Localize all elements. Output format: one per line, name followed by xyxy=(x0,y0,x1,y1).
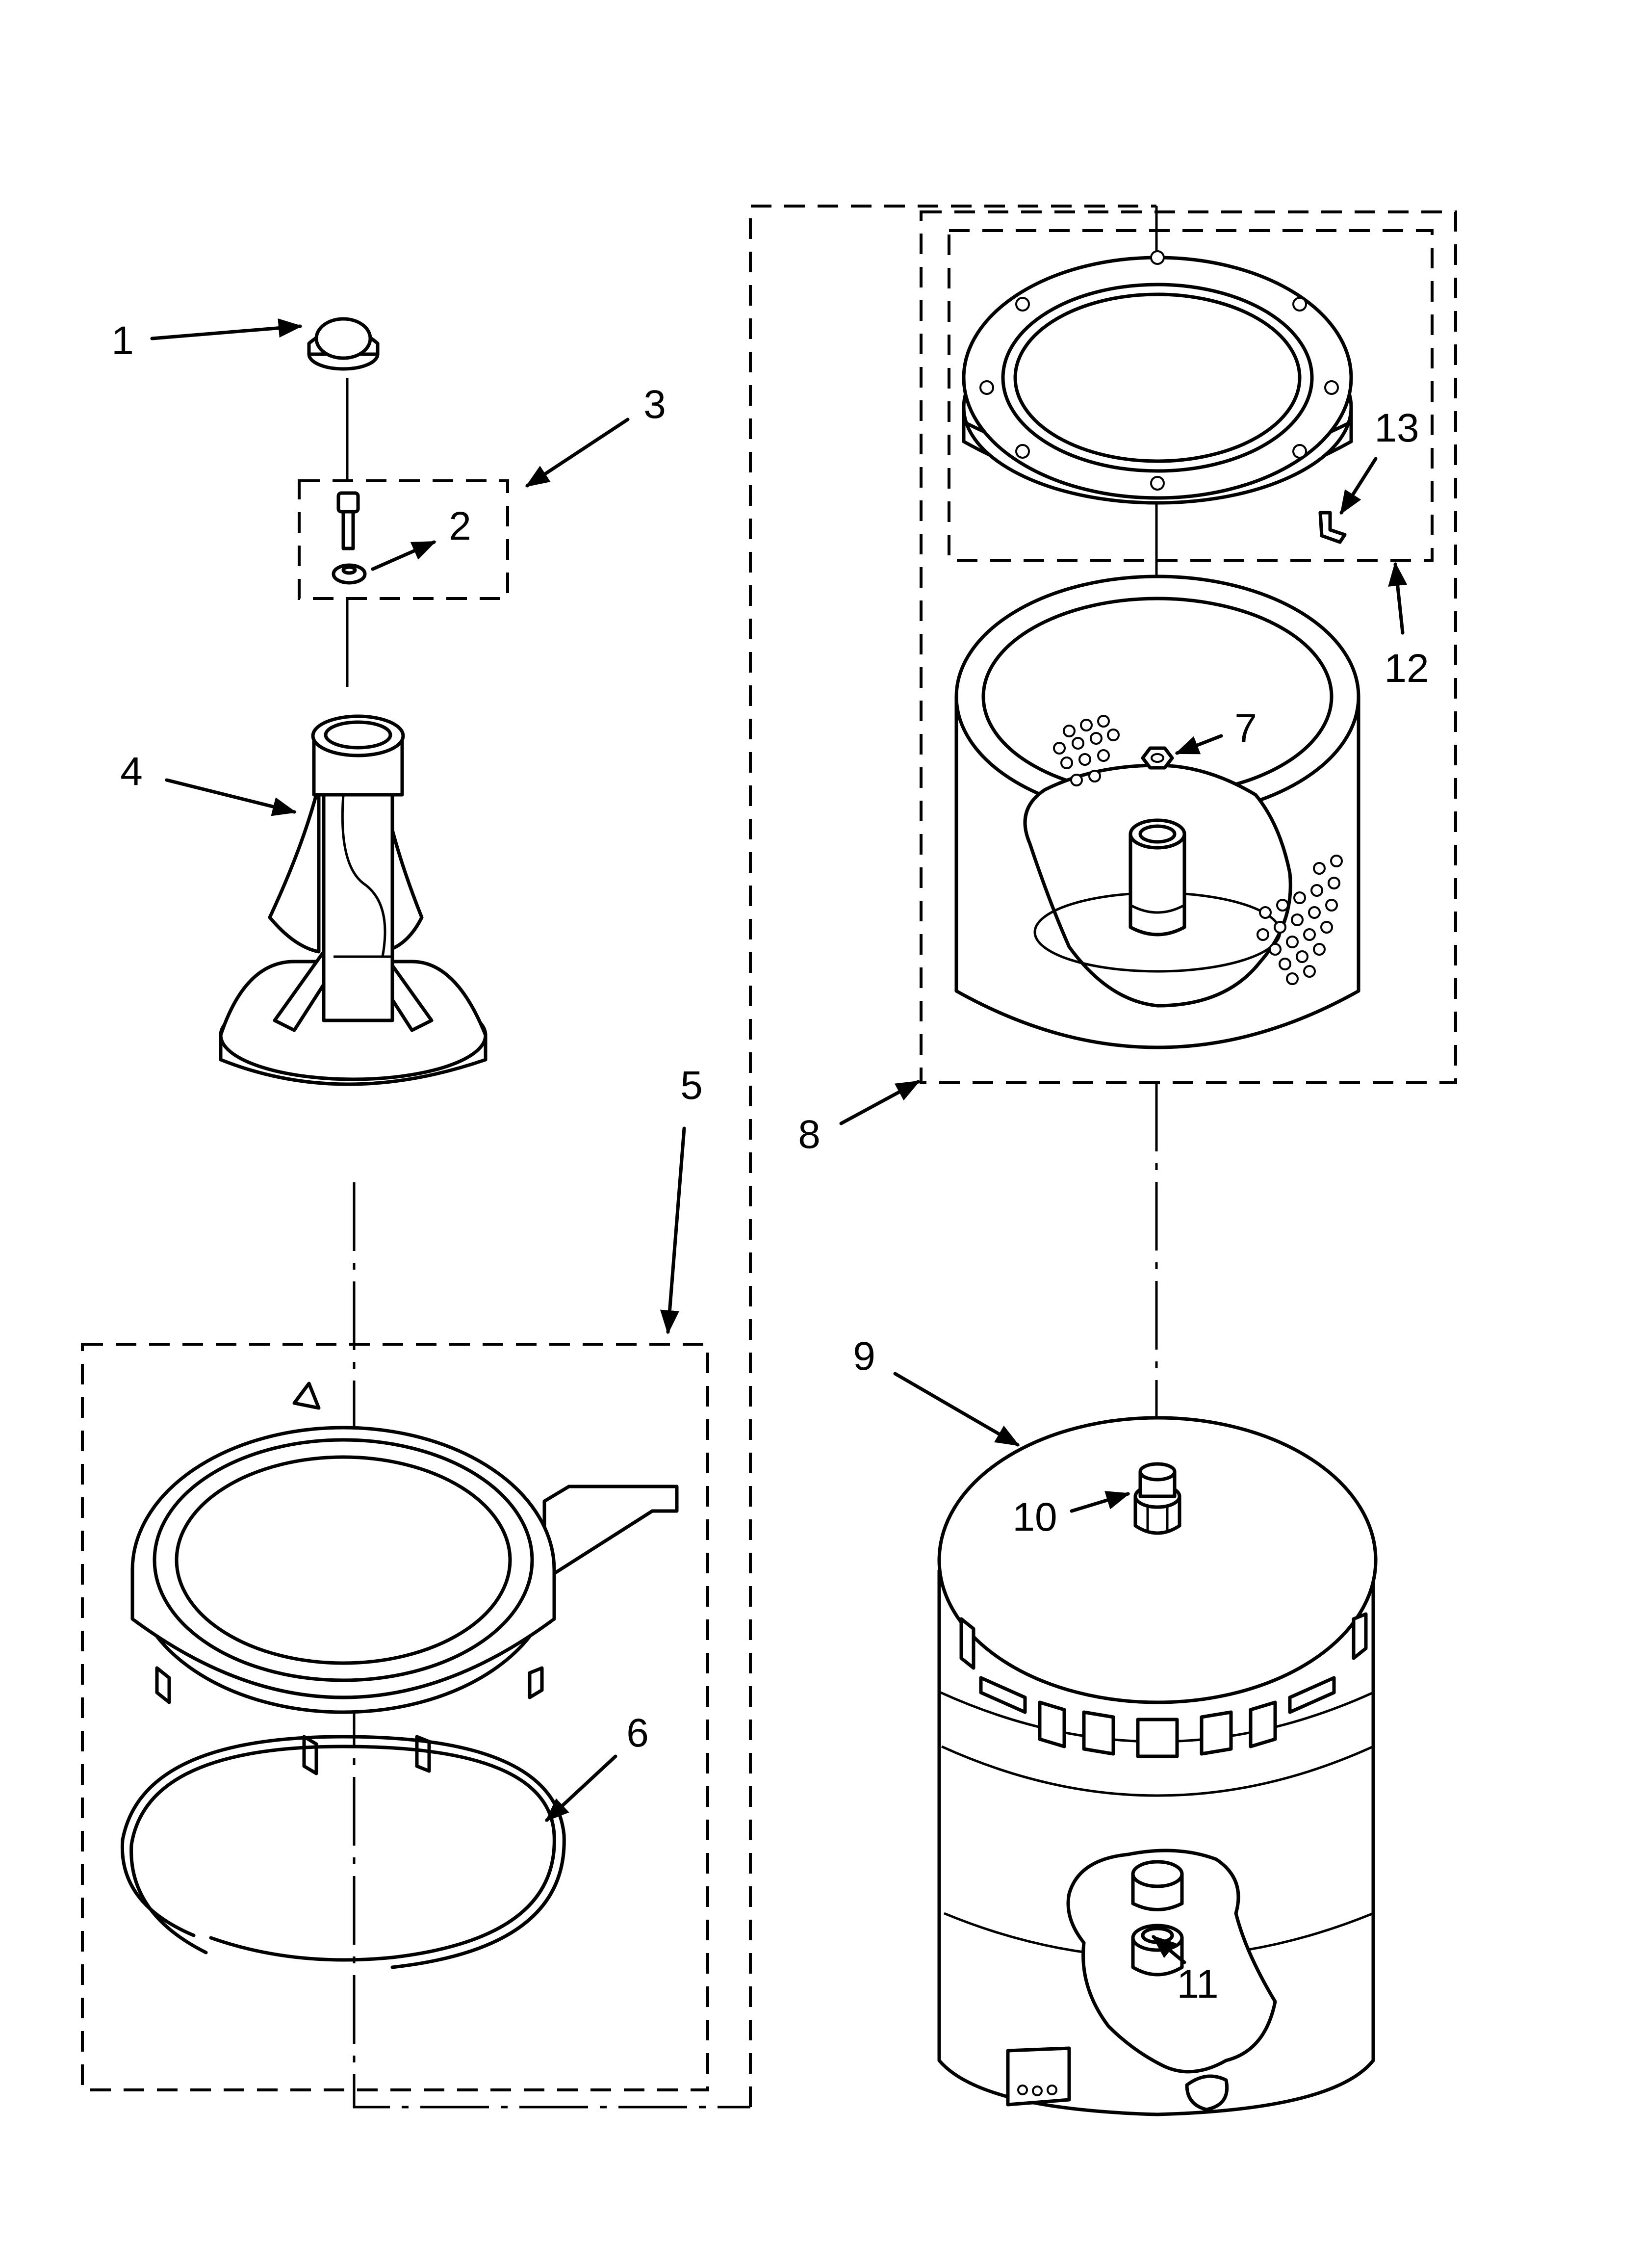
callout-7: 7 xyxy=(1234,706,1257,751)
callout-9: 9 xyxy=(853,1334,875,1379)
part-5-bracket-ring xyxy=(130,1382,679,1775)
callout-2: 2 xyxy=(449,504,471,548)
callout-4: 4 xyxy=(120,749,143,794)
part-8-basket xyxy=(954,574,1360,1049)
callout-8: 8 xyxy=(798,1112,821,1157)
callout-1: 1 xyxy=(111,318,134,363)
group-box-3 xyxy=(298,479,509,600)
part-9-tub xyxy=(937,1416,1378,2116)
group-box-8 xyxy=(920,210,1457,1084)
dashed-connector xyxy=(749,205,1156,2107)
callout-6: 6 xyxy=(626,1711,649,1755)
part-13-clip xyxy=(1318,511,1347,544)
group-box-5 xyxy=(81,1343,709,2091)
part-6-split-ring xyxy=(120,1735,566,1969)
part-12-basket-ring xyxy=(962,250,1353,505)
part-7-nut xyxy=(1141,746,1174,770)
callout-labels: 1 2 3 4 5 6 7 8 9 10 11 12 13 xyxy=(111,318,1429,2007)
callout-13: 13 xyxy=(1374,406,1419,450)
callout-10: 10 xyxy=(1012,1495,1057,1539)
callout-11: 11 xyxy=(1177,1962,1218,2007)
group-box-12 xyxy=(948,229,1434,562)
leader-arrows xyxy=(150,318,1408,1964)
callout-5: 5 xyxy=(680,1063,703,1108)
callout-12: 12 xyxy=(1384,646,1429,691)
part-2-bolt-washer xyxy=(332,491,367,585)
basket-holes-right xyxy=(1257,855,1343,985)
tub-vents xyxy=(979,1676,1336,1758)
part-10-coupling xyxy=(1133,1462,1181,1535)
callout-3: 3 xyxy=(643,382,666,427)
part-1-cap xyxy=(307,317,380,371)
basket-holes-left xyxy=(1053,715,1120,786)
part-4-agitator xyxy=(219,714,487,1086)
